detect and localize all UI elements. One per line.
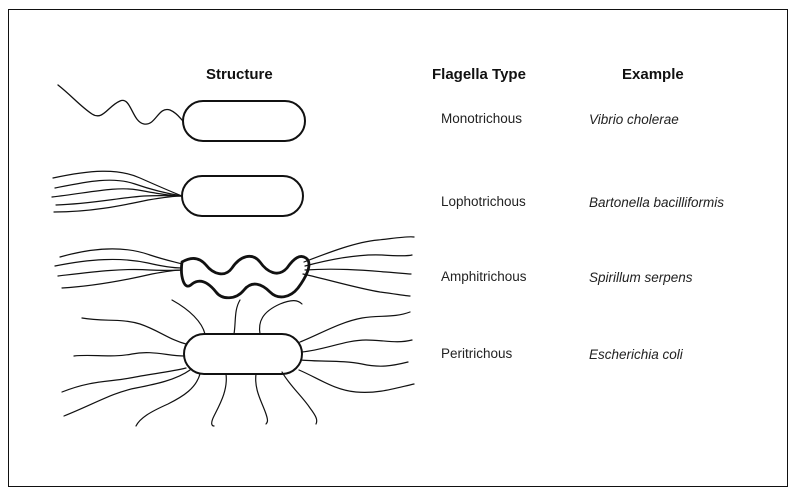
peritrichous-flagellum (260, 301, 302, 334)
lophotrichous-bacterium (52, 171, 303, 216)
peritrichous-flagellum (82, 318, 186, 344)
amphitrichous-flagellum (303, 274, 410, 296)
peritrichous-flagellum (64, 370, 190, 416)
amphitrichous-flagellum (58, 269, 182, 276)
amphitrichous-flagellum (305, 269, 411, 274)
peritrichous-flagellum (282, 372, 317, 424)
monotrichous-flagellum (58, 85, 183, 124)
peritrichous-flagellum (302, 340, 412, 352)
peritrichous-flagellum (300, 312, 410, 342)
peritrichous-flagellum (136, 374, 200, 426)
peritrichous-flagellum (301, 360, 408, 366)
amphitrichous-flagellum (305, 255, 412, 266)
lophotrichous-cell-body (182, 176, 303, 216)
amphitrichous-flagellum (304, 237, 414, 262)
peritrichous-flagellum (172, 300, 205, 334)
peritrichous-flagellum (299, 370, 414, 392)
amphitrichous-flagellum (62, 270, 182, 288)
peritrichous-bacterium (62, 300, 414, 426)
peritrichous-flagellum (256, 374, 268, 424)
peritrichous-flagellum (234, 300, 240, 334)
peritrichous-cell-body (184, 334, 302, 374)
lophotrichous-flagellum (56, 196, 182, 205)
peritrichous-flagellum (74, 353, 184, 356)
peritrichous-flagellum (212, 374, 227, 426)
amphitrichous-cell-body (181, 256, 308, 297)
amphitrichous-flagellum (55, 259, 182, 268)
monotrichous-cell-body (183, 101, 305, 141)
amphitrichous-bacterium (55, 237, 414, 298)
monotrichous-bacterium (58, 85, 305, 141)
